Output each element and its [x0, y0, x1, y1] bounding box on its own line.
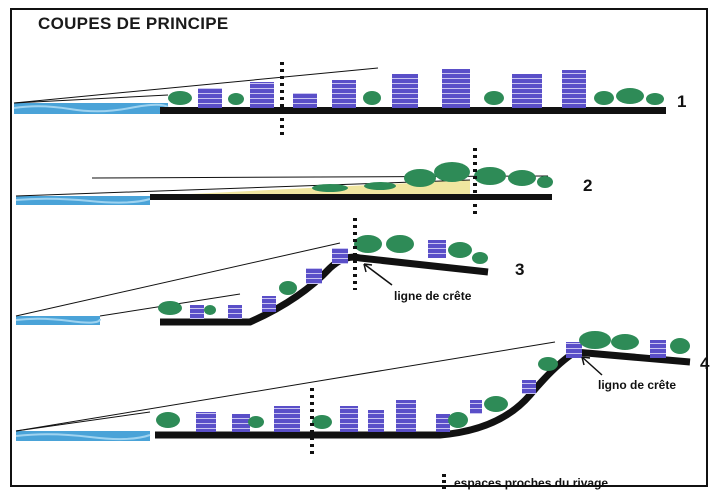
water-wave-2: [15, 197, 151, 204]
ground-2: [150, 194, 552, 200]
vegetation-1: [168, 88, 664, 105]
sight-line-1b: [13, 94, 169, 104]
section-3: [15, 218, 489, 326]
ground-3: [160, 253, 489, 326]
sight-line-2b: [15, 179, 471, 197]
legend-label: espaces proches du rivage: [454, 476, 609, 490]
section-1: [13, 62, 666, 138]
sight-line-3a: [15, 242, 341, 317]
buildings-4: [196, 340, 666, 432]
ground-1: [160, 107, 666, 114]
water-wave-4: [15, 433, 151, 441]
crest-arrow-3: [363, 263, 393, 286]
section-number-3: 3: [515, 260, 525, 279]
vegetation-3: [158, 235, 488, 315]
section-4: [15, 331, 691, 458]
sight-line-2a: [91, 175, 549, 179]
sight-line-4a: [15, 341, 556, 432]
crest-label-3: ligne de crête: [394, 289, 472, 303]
vegetation-2: [312, 162, 553, 192]
buildings-1: [198, 69, 586, 108]
sight-line-4b: [15, 411, 151, 432]
sight-line-1a: [13, 67, 379, 104]
diagram-title: COUPES DE PRINCIPE: [38, 14, 229, 33]
water-1: [14, 103, 168, 114]
crest-arrow-4: [581, 356, 603, 376]
section-2: [15, 148, 553, 218]
vegetation-4: [156, 331, 690, 429]
crest-label-4: ligno de crête: [598, 378, 677, 392]
section-number-2: 2: [583, 176, 593, 195]
water-wave-1: [13, 103, 169, 113]
section-number-1: 1: [677, 92, 687, 111]
water-wave-3: [15, 317, 101, 324]
section-number-4: 4: [700, 354, 710, 373]
ground-4: [155, 348, 691, 439]
buildings-3: [190, 240, 446, 319]
